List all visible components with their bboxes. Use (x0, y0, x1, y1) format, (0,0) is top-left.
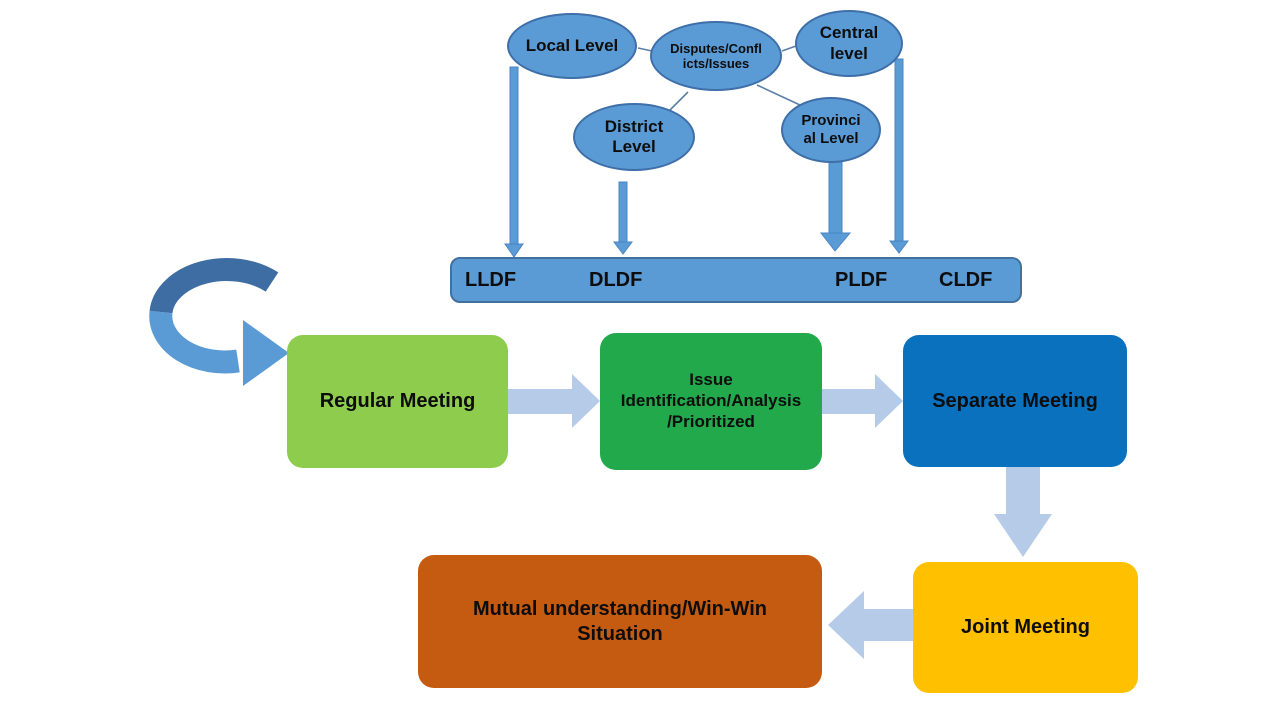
connector-disputes-central-line (781, 45, 797, 52)
curved-arrow-icon (149, 258, 289, 386)
ldf-forums-bar: LLDF DLDF PLDF CLDF (450, 257, 1022, 303)
box-mutual-understanding-label: Mutual understanding/Win-Win Situation (472, 598, 768, 645)
box-separate-meeting: Separate Meeting (903, 335, 1127, 467)
box-separate-meeting-label: Separate Meeting (932, 389, 1098, 412)
node-local-level: Local Level (507, 13, 637, 79)
arrow-regular-to-issue-icon (508, 374, 600, 428)
box-regular-meeting: Regular Meeting (287, 335, 508, 468)
central-arrow-head-icon (889, 240, 909, 254)
box-regular-meeting-label: Regular Meeting (319, 390, 476, 413)
box-issue-identification-label: Issue Identification/Analysis /Prioritiz… (620, 370, 802, 431)
node-disputes-conflicts-issues: Disputes/Confl icts/Issues (650, 21, 782, 91)
connector-disputes-provincial-line (756, 84, 801, 106)
node-provincial-level-label: Provinci al Level (801, 112, 861, 147)
bar-label-lldf: LLDF (465, 268, 517, 291)
box-issue-identification: Issue Identification/Analysis /Prioritiz… (600, 333, 822, 470)
curved-arrow-light-band (149, 310, 240, 374)
box-mutual-understanding: Mutual understanding/Win-Win Situation (418, 555, 822, 688)
node-disputes-label: Disputes/Confl icts/Issues (670, 40, 762, 71)
provincial-arrow-head-icon (819, 232, 852, 252)
bar-label-cldf: CLDF (939, 268, 993, 291)
box-joint-meeting: Joint Meeting (913, 562, 1138, 693)
node-central-level-label: Central level (819, 23, 879, 63)
node-local-level-label: Local Level (525, 35, 619, 55)
node-district-level: District Level (573, 103, 695, 171)
central-arrow-shaft (894, 58, 904, 242)
node-central-level: Central level (795, 10, 903, 77)
local-arrow-head-icon (504, 243, 524, 258)
local-arrow-shaft (509, 66, 519, 245)
box-joint-meeting-label: Joint Meeting (961, 616, 1090, 639)
bar-label-dldf: DLDF (589, 268, 643, 291)
curved-arrow-dark-band (149, 258, 279, 314)
node-district-level-label: District Level (604, 116, 664, 156)
arrow-joint-to-mutual-icon (828, 591, 913, 659)
arrow-issue-to-separate-icon (822, 374, 903, 428)
ellipse-connector-lines (637, 45, 801, 120)
district-arrow-head-icon (613, 241, 633, 255)
bar-label-pldf: PLDF (835, 268, 888, 291)
district-arrow-shaft (618, 181, 628, 243)
arrow-separate-to-joint-icon (994, 467, 1052, 557)
node-provincial-level: Provinci al Level (781, 97, 881, 163)
curved-arrow-head-icon (243, 320, 289, 386)
process-arrows (508, 374, 1052, 659)
provincial-arrow-shaft (828, 161, 843, 234)
connector-local-disputes-line (637, 47, 653, 52)
